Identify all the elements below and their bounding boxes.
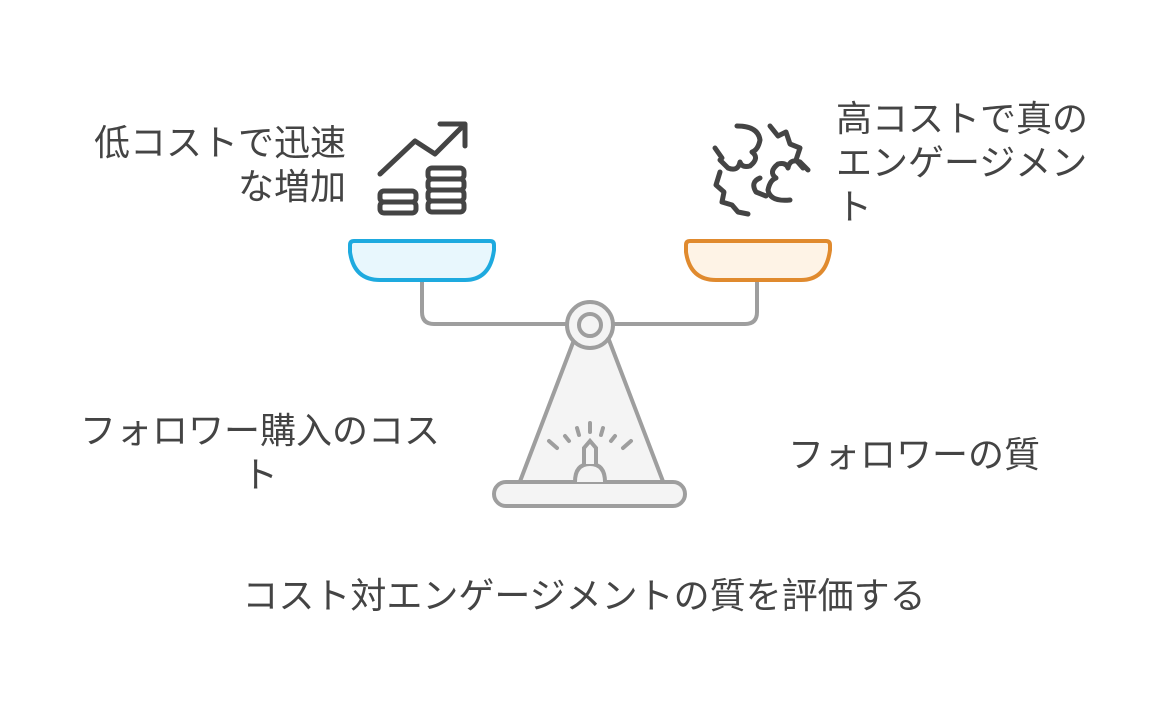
follower-purchase-cost-label: フォロワー購入のコス ト [79, 411, 440, 496]
high-cost-engagement-label: 高コストで真の エンゲージメン ト [836, 99, 1089, 228]
indicator-light-icon [547, 421, 633, 484]
low-cost-growth-label: 低コストで迅速 な増加 [93, 123, 346, 208]
right-pan [684, 239, 832, 282]
left-pan [348, 239, 496, 282]
diagram-title: コスト対エンゲージメントの質を評価する [242, 576, 926, 617]
follower-quality-label: フォロワーの質 [788, 435, 1041, 476]
scale-base [492, 480, 687, 508]
growth-chart-coins-icon [377, 121, 468, 216]
handshake-icon [712, 123, 811, 217]
